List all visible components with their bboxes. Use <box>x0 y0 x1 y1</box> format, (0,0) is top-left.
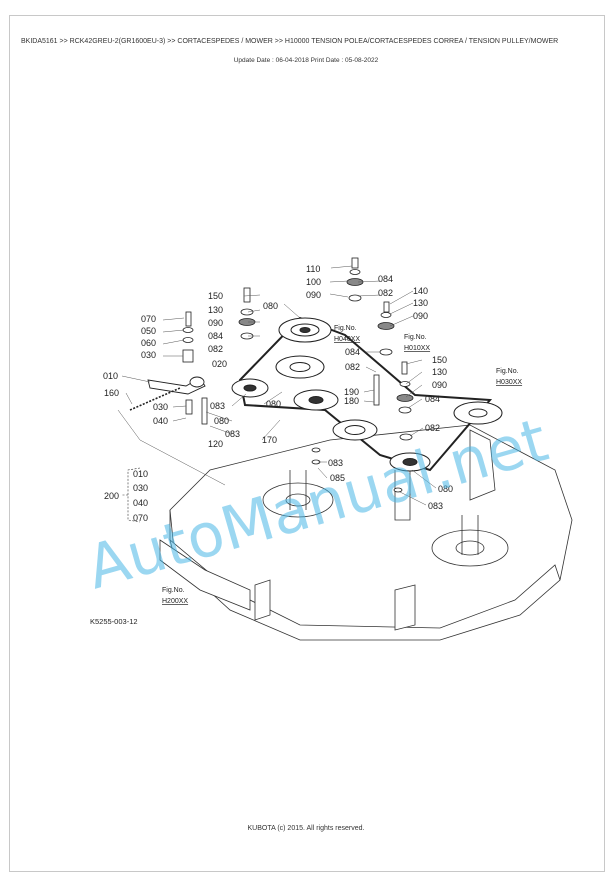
copyright-footer: KUBOTA (c) 2015. All rights reserved. <box>247 825 365 832</box>
callout-030: 030 <box>153 402 168 412</box>
mower-deck <box>159 424 573 641</box>
callout-020: 020 <box>212 359 227 369</box>
figure-references: Fig.No. H040XX Fig.No. H010XX Fig.No. H0… <box>162 325 522 605</box>
callout-150: 150 <box>208 291 223 301</box>
set-200: 200 <box>104 491 119 501</box>
callout-080: 080 <box>214 416 229 426</box>
set-030: 030 <box>133 483 148 493</box>
callout-090: 090 <box>413 311 428 321</box>
callout-150: 150 <box>432 355 447 365</box>
callout-083: 083 <box>210 401 225 411</box>
callout-130: 130 <box>413 298 428 308</box>
fig-ref-h040-label[interactable]: Fig.No. <box>334 325 357 332</box>
callout-082: 082 <box>208 344 223 354</box>
callout-130: 130 <box>208 305 223 315</box>
callout-082: 082 <box>425 423 440 433</box>
callout-080: 080 <box>266 399 281 409</box>
tension-arm <box>129 376 206 411</box>
fig-ref-h010[interactable]: H010XX <box>404 345 430 352</box>
callout-160: 160 <box>104 388 119 398</box>
callout-040: 040 <box>153 416 168 426</box>
fig-ref-h010-label[interactable]: Fig.No. <box>404 334 427 341</box>
callout-083: 083 <box>225 429 240 439</box>
callout-082: 082 <box>378 288 393 298</box>
fig-ref-h200[interactable]: H200XX <box>162 598 188 605</box>
set-040: 040 <box>133 498 148 508</box>
fig-ref-h200-label[interactable]: Fig.No. <box>162 587 185 594</box>
callout-090: 090 <box>306 290 321 300</box>
callout-050: 050 <box>141 326 156 336</box>
callout-080: 080 <box>263 301 278 311</box>
callout-030: 030 <box>141 350 156 360</box>
callout-090: 090 <box>432 380 447 390</box>
callout-082: 082 <box>345 362 360 372</box>
fig-ref-h030[interactable]: H030XX <box>496 379 522 386</box>
callout-060: 060 <box>141 338 156 348</box>
callout-083: 083 <box>428 501 443 511</box>
callout-080: 080 <box>438 484 453 494</box>
fig-ref-h040[interactable]: H040XX <box>334 336 360 343</box>
callout-180: 180 <box>344 396 359 406</box>
callout-170: 170 <box>262 435 277 445</box>
callout-070: 070 <box>141 314 156 324</box>
callout-130: 130 <box>432 367 447 377</box>
callout-084: 084 <box>208 331 223 341</box>
callout-140: 140 <box>413 286 428 296</box>
callout-084: 084 <box>345 347 360 357</box>
callout-120: 120 <box>208 439 223 449</box>
fig-ref-h030-label[interactable]: Fig.No. <box>496 368 519 375</box>
set-070: 070 <box>133 513 148 523</box>
spindle-housings <box>262 470 509 567</box>
callout-083: 083 <box>328 458 343 468</box>
callout-085: 085 <box>330 473 345 483</box>
update-print-dates: Update Date : 06-04-2018 Print Date : 05… <box>233 57 379 64</box>
callout-110: 110 <box>306 264 320 274</box>
breadcrumb: BKIDA5161 >> RCK42GREU-2(GR1600EU-3) >> … <box>21 38 559 45</box>
callout-084: 084 <box>378 274 393 284</box>
set-010: 010 <box>133 469 148 479</box>
leader-lines <box>117 265 437 506</box>
callout-190: 190 <box>344 387 359 397</box>
belt-and-pulleys <box>231 316 503 472</box>
set-callouts: 200 010 030 040 070 <box>104 469 148 523</box>
callout-labels: 110 100 090 084 082 140 130 090 150 130 … <box>103 264 453 511</box>
drawing-code: K5255-003-12 <box>90 617 138 626</box>
callout-100: 100 <box>306 277 321 287</box>
callout-090: 090 <box>208 318 223 328</box>
callout-010: 010 <box>103 371 118 381</box>
set-bracket <box>122 467 141 523</box>
callout-084: 084 <box>425 394 440 404</box>
